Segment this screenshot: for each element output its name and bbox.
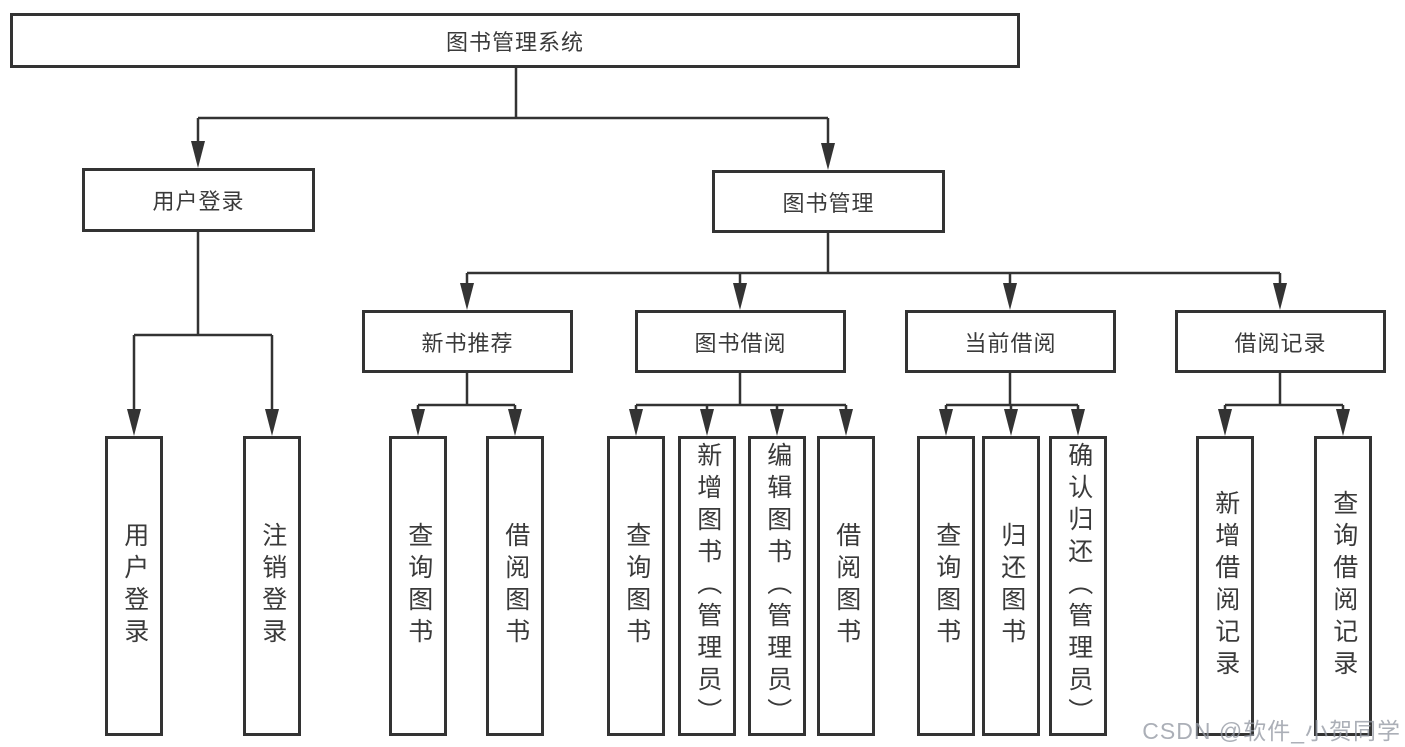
leaf-label: 确认归还（管理员）: [1064, 442, 1093, 730]
leaf-label: 查询借阅记录: [1329, 490, 1358, 682]
leaf-confirm-return-admin: 确认归还（管理员）: [1049, 436, 1107, 736]
node-book-borrow: 图书借阅: [635, 310, 846, 373]
arrowheads: [127, 141, 1350, 436]
leaf-query-books-current: 查询图书: [917, 436, 975, 736]
leaf-edit-book-admin: 编辑图书（管理员）: [748, 436, 806, 736]
leaf-return-book: 归还图书: [982, 436, 1040, 736]
leaf-user-login: 用户登录: [105, 436, 163, 736]
leaf-label: 新增借阅记录: [1211, 490, 1240, 682]
leaf-query-borrow-record: 查询借阅记录: [1314, 436, 1372, 736]
leaf-logout: 注销登录: [243, 436, 301, 736]
leaf-label: 借阅图书: [832, 522, 861, 650]
leaf-label: 借阅图书: [501, 522, 530, 650]
leaf-label: 新增图书（管理员）: [693, 442, 722, 730]
leaf-label: 查询图书: [622, 522, 651, 650]
leaf-add-borrow-record: 新增借阅记录: [1196, 436, 1254, 736]
csdn-watermark: CSDN @软件_小贺同学: [1142, 718, 1401, 744]
leaf-label: 编辑图书（管理员）: [763, 442, 792, 730]
leaf-borrow-books-2: 借阅图书: [817, 436, 875, 736]
node-user-login: 用户登录: [82, 168, 315, 232]
leaf-label: 用户登录: [120, 522, 149, 650]
node-new-book-recommend: 新书推荐: [362, 310, 573, 373]
leaf-label: 注销登录: [258, 522, 287, 650]
leaf-label: 查询图书: [932, 522, 961, 650]
node-book-management: 图书管理: [712, 170, 945, 233]
leaf-borrow-books-recommend: 借阅图书: [486, 436, 544, 736]
node-library-management-system: 图书管理系统: [10, 13, 1020, 68]
leaf-label: 归还图书: [997, 522, 1026, 650]
node-current-borrow: 当前借阅: [905, 310, 1116, 373]
leaf-label: 查询图书: [404, 522, 433, 650]
leaf-query-books-recommend: 查询图书: [389, 436, 447, 736]
leaf-add-book-admin: 新增图书（管理员）: [678, 436, 736, 736]
node-borrow-records: 借阅记录: [1175, 310, 1386, 373]
leaf-query-books-borrow: 查询图书: [607, 436, 665, 736]
